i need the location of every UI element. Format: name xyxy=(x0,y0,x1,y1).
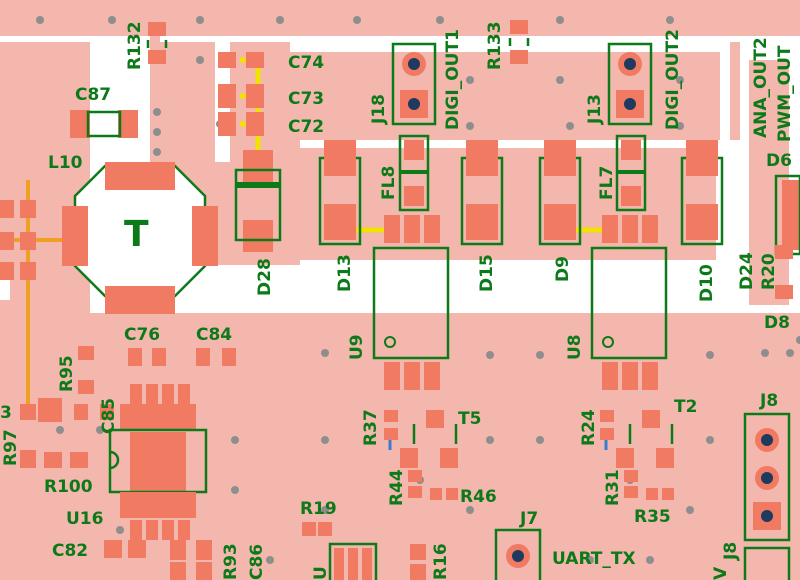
d6-d24-footprints xyxy=(774,174,800,299)
label-d10: D10 xyxy=(697,264,717,302)
d15-footprint xyxy=(460,140,504,246)
l10-inductor xyxy=(62,162,218,314)
label-r100: R100 xyxy=(44,477,93,497)
label-c72: C72 xyxy=(288,117,324,137)
d13-footprint xyxy=(318,140,362,246)
label-t5: T5 xyxy=(458,409,481,429)
r133-footprint xyxy=(508,20,530,64)
u9-footprint xyxy=(372,215,450,390)
label-j13: J13 xyxy=(585,94,605,125)
label-v-partial: V xyxy=(711,566,731,580)
r132-footprint xyxy=(146,22,168,64)
label-j8-top: J8 xyxy=(759,391,778,411)
label-r19: R19 xyxy=(300,499,337,519)
edge-components-left xyxy=(0,200,36,280)
label-r93: R93 xyxy=(221,543,241,580)
label-uart-tx: UART_TX xyxy=(552,549,636,569)
label-fl7: FL7 xyxy=(597,166,617,200)
label-d24: D24 xyxy=(737,252,757,290)
label-j8-side: J8 xyxy=(721,542,741,561)
label-t2: T2 xyxy=(674,397,697,417)
vias xyxy=(36,16,800,564)
label-l10: L10 xyxy=(48,153,83,173)
label-c85: C85 xyxy=(99,398,119,434)
label-r95: R95 xyxy=(57,355,77,392)
c82-r93-c86-footprints xyxy=(104,540,212,580)
label-d9: D9 xyxy=(553,256,573,282)
inductor-mark: T xyxy=(124,214,149,255)
r95-c85-r97-r100-footprints xyxy=(20,346,114,468)
label-edge-3: 3 xyxy=(0,403,12,423)
c74-c73-c72-footprints xyxy=(218,52,264,136)
label-d28: D28 xyxy=(255,258,275,296)
label-r16: R16 xyxy=(431,543,451,580)
label-r133: R133 xyxy=(485,21,505,70)
label-u16: U16 xyxy=(66,509,103,529)
label-c74: C74 xyxy=(288,53,324,73)
label-pwm-out: PWM_OUT xyxy=(775,45,795,142)
label-c76: C76 xyxy=(124,325,160,345)
label-d15: D15 xyxy=(477,254,497,292)
label-r46: R46 xyxy=(460,487,497,507)
label-u8: U8 xyxy=(565,334,585,360)
label-j7: J7 xyxy=(519,509,538,529)
r24-t2-r31-r35-footprints xyxy=(600,410,674,500)
r37-t5-r44-r46-footprints xyxy=(384,410,458,500)
label-d8: D8 xyxy=(764,313,790,333)
j7-header xyxy=(494,528,542,580)
label-r97: R97 xyxy=(1,429,21,466)
d28-footprint xyxy=(234,150,282,252)
label-c82: C82 xyxy=(52,541,88,561)
label-digi-out2: DIGI_OUT2 xyxy=(663,29,683,130)
fl8-footprint xyxy=(398,134,430,212)
d10-footprint xyxy=(680,140,724,246)
label-c84: C84 xyxy=(196,325,232,345)
u8-footprint xyxy=(590,215,668,390)
c76-c84-footprints xyxy=(128,348,236,366)
traces-orange xyxy=(8,180,70,420)
label-digi-out1: DIGI_OUT1 xyxy=(443,29,463,130)
j13-header xyxy=(607,42,653,126)
label-d13: D13 xyxy=(335,254,355,292)
label-r35: R35 xyxy=(634,507,671,527)
label-r31: R31 xyxy=(603,469,623,506)
label-r44: R44 xyxy=(387,469,407,506)
label-r37: R37 xyxy=(361,409,381,446)
r19-r16-u-footprints xyxy=(302,522,426,580)
label-ana-out2: ANA_OUT2 xyxy=(751,37,771,138)
label-u-partial: U xyxy=(311,566,331,580)
inner-pour xyxy=(300,60,789,305)
label-r24: R24 xyxy=(579,409,599,446)
label-c87: C87 xyxy=(75,85,111,105)
label-fl8: FL8 xyxy=(379,166,399,200)
u16-footprint xyxy=(108,384,208,540)
label-r20: R20 xyxy=(759,253,779,290)
j18-header xyxy=(391,42,437,126)
c87-footprint xyxy=(70,110,138,138)
label-j18: J18 xyxy=(369,94,389,125)
label-c73: C73 xyxy=(288,89,324,109)
d9-footprint xyxy=(538,140,582,246)
label-c86: C86 xyxy=(247,544,267,580)
silkscreen-labels: R132 C74 C73 C72 C87 L10 T D28 J18 DIGI_… xyxy=(0,21,795,580)
label-d6: D6 xyxy=(766,151,792,171)
label-u9: U9 xyxy=(347,334,367,360)
fl7-footprint xyxy=(615,134,647,212)
j8-header xyxy=(743,412,791,580)
label-r132: R132 xyxy=(125,21,145,70)
